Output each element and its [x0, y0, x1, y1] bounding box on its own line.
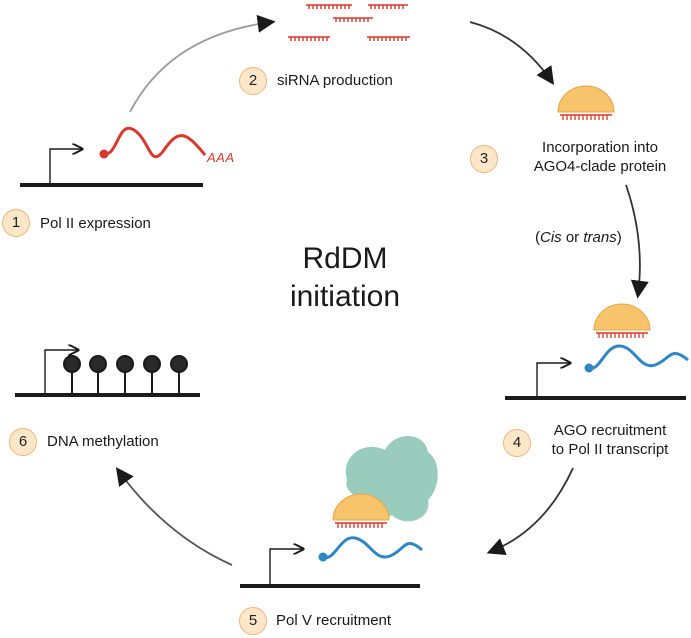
step-2-label: siRNA production: [277, 72, 393, 89]
sirna-duplexes: [288, 4, 410, 41]
pol2-locus: [20, 126, 207, 187]
methylated-locus: [15, 350, 200, 397]
ago-protein: [593, 303, 651, 331]
polv-recruitment-locus: [240, 435, 438, 588]
cycle-arrow-1-to-2: [129, 14, 276, 113]
step-5-label: Pol V recruitment: [276, 612, 392, 629]
step-6-label: DNA methylation: [47, 433, 159, 450]
cis-trans-label: (Cis or trans): [535, 228, 622, 247]
transcription-start-arrow: [269, 549, 303, 584]
step-4-badge: 4: [503, 429, 531, 457]
step-1-label: Pol II expression: [40, 215, 151, 232]
pol2-transcript-rna: [103, 126, 207, 159]
step-1-badge: 1: [2, 209, 30, 237]
step-6-badge: 6: [9, 428, 37, 456]
polya-tail-label: AAA: [207, 150, 235, 165]
sirna-1: [306, 4, 352, 9]
diagram-title: RdDM initiation: [265, 240, 425, 316]
step-3-label-line-2: AGO4-clade protein: [533, 158, 667, 175]
cis-word: Cis: [540, 229, 562, 246]
title-line-1: RdDM: [302, 242, 388, 275]
step-3-label-line-1: Incorporation into: [542, 139, 658, 156]
ago-protein: [557, 85, 615, 113]
transcription-start-arrow: [536, 363, 570, 396]
sirna-4: [288, 36, 330, 41]
step-4-label-line-1: AGO recruitment: [553, 422, 667, 439]
rna-5prime-cap: [99, 149, 109, 159]
rna-5prime-cap: [318, 552, 328, 562]
cycle-arrow-5-to-6: [115, 467, 233, 566]
methyl-marks: [63, 355, 188, 394]
ago-recruitment-locus: [505, 303, 689, 400]
ago-protein: [332, 493, 390, 521]
sirna-5: [367, 36, 410, 41]
step-3-badge: 3: [470, 145, 498, 173]
pol2-transcript-rna: [588, 344, 689, 370]
step-3-label: Incorporation into AGO4-clade protein: [520, 138, 680, 176]
ago-protein-loaded: [557, 85, 615, 120]
transcription-start-arrow: [44, 350, 78, 393]
cycle-arrow-4-to-5: [486, 467, 574, 556]
pol-v-transcript-rna: [322, 536, 423, 559]
or-word: or: [561, 229, 584, 246]
step-5-badge: 5: [239, 607, 267, 635]
paren-open: (: [535, 229, 540, 246]
step-4-label: AGO recruitment to Pol II transcript: [535, 421, 685, 459]
cycle-arrow-2-to-3: [469, 21, 555, 85]
rna-5prime-cap: [584, 363, 594, 373]
step-2-badge: 2: [239, 67, 267, 95]
trans-word: trans: [583, 229, 617, 246]
transcription-start-arrow: [49, 149, 82, 183]
paren-close: ): [616, 229, 622, 246]
sirna-2: [368, 4, 408, 9]
step-4-label-line-2: to Pol II transcript: [551, 441, 669, 458]
sirna-3: [333, 17, 373, 22]
cycle-arrow-3-to-4: [625, 184, 649, 299]
title-line-2: initiation: [289, 280, 401, 313]
